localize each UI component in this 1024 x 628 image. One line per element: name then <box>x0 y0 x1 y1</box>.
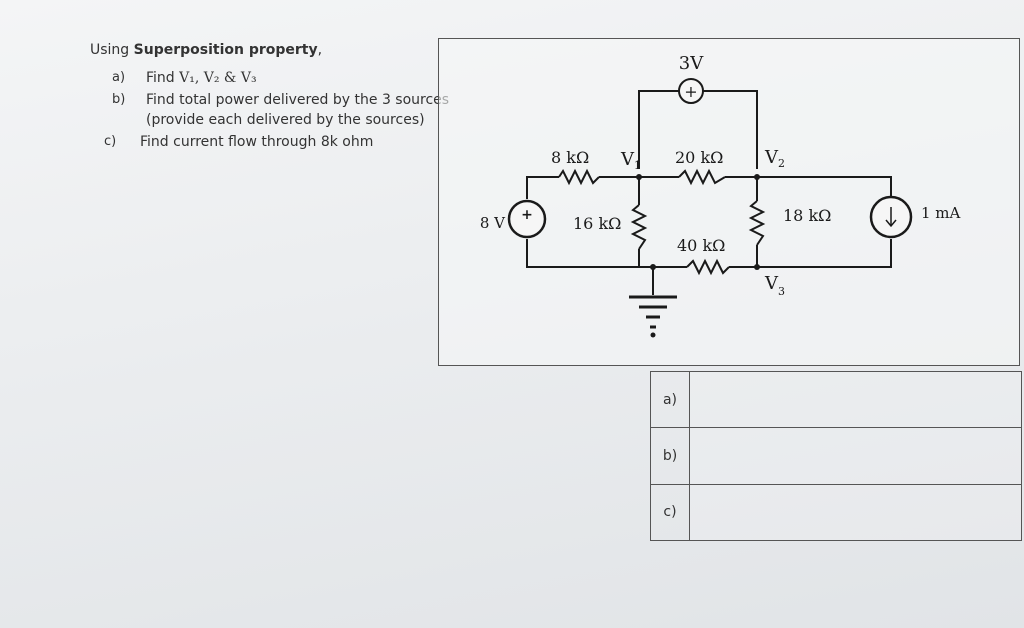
node-v1-sub: 1 <box>634 159 641 172</box>
label-8v: 8 V <box>480 214 506 232</box>
heading-prefix: Using <box>90 42 134 58</box>
circuit-diagram: + 3V + 8 V 1 mA 8 kΩ 20 kΩ 16 kΩ 40 kΩ 1… <box>480 53 961 338</box>
resistor-18k <box>748 200 766 246</box>
label-r-16k: 16 kΩ <box>573 214 621 233</box>
node-v3-sub: 3 <box>778 285 785 298</box>
wire-v2-to-1ma <box>757 176 892 197</box>
source-3v-sign: + <box>684 82 697 101</box>
answer-row-b: b) <box>650 427 1022 485</box>
question-item-a: a) Find V₁, V₂ & V₃ <box>90 68 450 88</box>
arrow-head-icon <box>885 219 897 228</box>
resistor-40k <box>686 258 730 276</box>
circuit-diagram-frame: + 3V + 8 V 1 mA 8 kΩ 20 kΩ 16 kΩ 40 kΩ 1… <box>438 38 1020 366</box>
node-v3: V3 <box>764 273 785 298</box>
resistor-20k <box>678 168 726 186</box>
answer-cell-a[interactable] <box>689 370 1022 429</box>
heading-bold: Superposition property <box>133 42 318 58</box>
answer-table: a) b) c) <box>650 370 1022 542</box>
answer-cell-c[interactable] <box>689 483 1022 542</box>
question-item-a-vars: V₁, V₂ & V₃ <box>179 70 257 86</box>
question-list: a) Find V₁, V₂ & V₃ b) Find total power … <box>90 68 450 152</box>
question-item-c-text: Find current flow through 8k ohm <box>140 134 374 150</box>
node-v1-letter: V <box>620 149 635 170</box>
question-text: Using Superposition property, a) Find V₁… <box>90 40 450 154</box>
heading-suffix: , <box>317 42 323 58</box>
label-r-18k: 18 kΩ <box>783 206 831 225</box>
answer-label-c: c) <box>650 483 690 542</box>
wire-v1-to-3v <box>638 90 679 169</box>
node-v2-letter: V <box>764 147 779 168</box>
ground-symbol <box>629 295 677 329</box>
question-marker-c: c) <box>104 134 117 149</box>
resistor-8k <box>558 168 600 186</box>
answer-row-c: c) <box>650 483 1022 542</box>
wire-3v-to-v2 <box>703 90 758 169</box>
answer-cell-b[interactable] <box>689 427 1022 485</box>
question-item-b-text: Find total power delivered by the 3 sour… <box>146 92 450 128</box>
question-marker-b: b) <box>112 92 126 107</box>
wire-bottom-right <box>729 239 892 268</box>
question-heading: Using Superposition property, <box>90 40 450 60</box>
circuit-wires <box>526 90 892 295</box>
wire-8v-top <box>526 176 559 199</box>
question-item-c: c) Find current flow through 8k ohm <box>90 132 450 152</box>
node-dots <box>636 174 760 338</box>
source-1ma <box>869 195 913 239</box>
label-3v: 3V <box>679 53 704 74</box>
node-v1: V1 <box>620 149 641 172</box>
node-v2-sub: 2 <box>778 157 785 170</box>
question-marker-a: a) <box>112 70 126 85</box>
answer-row-a: a) <box>650 370 1022 429</box>
question-item-b: b) Find total power delivered by the 3 s… <box>90 90 450 130</box>
wire-bottom-left <box>526 239 687 268</box>
label-r-20k: 20 kΩ <box>675 148 723 167</box>
label-1ma: 1 mA <box>921 204 961 222</box>
resistor-16k <box>630 204 648 250</box>
node-v2: V2 <box>764 147 785 170</box>
source-3v: + <box>678 78 704 104</box>
source-8v-sign: + <box>521 207 533 223</box>
answer-label-b: b) <box>650 427 690 485</box>
label-r-8k: 8 kΩ <box>551 148 589 167</box>
source-8v: + <box>507 199 547 239</box>
label-r-40k: 40 kΩ <box>677 236 725 255</box>
question-item-a-prefix: Find <box>146 70 180 86</box>
node-v3-letter: V <box>764 273 779 294</box>
answer-label-a: a) <box>650 370 690 429</box>
